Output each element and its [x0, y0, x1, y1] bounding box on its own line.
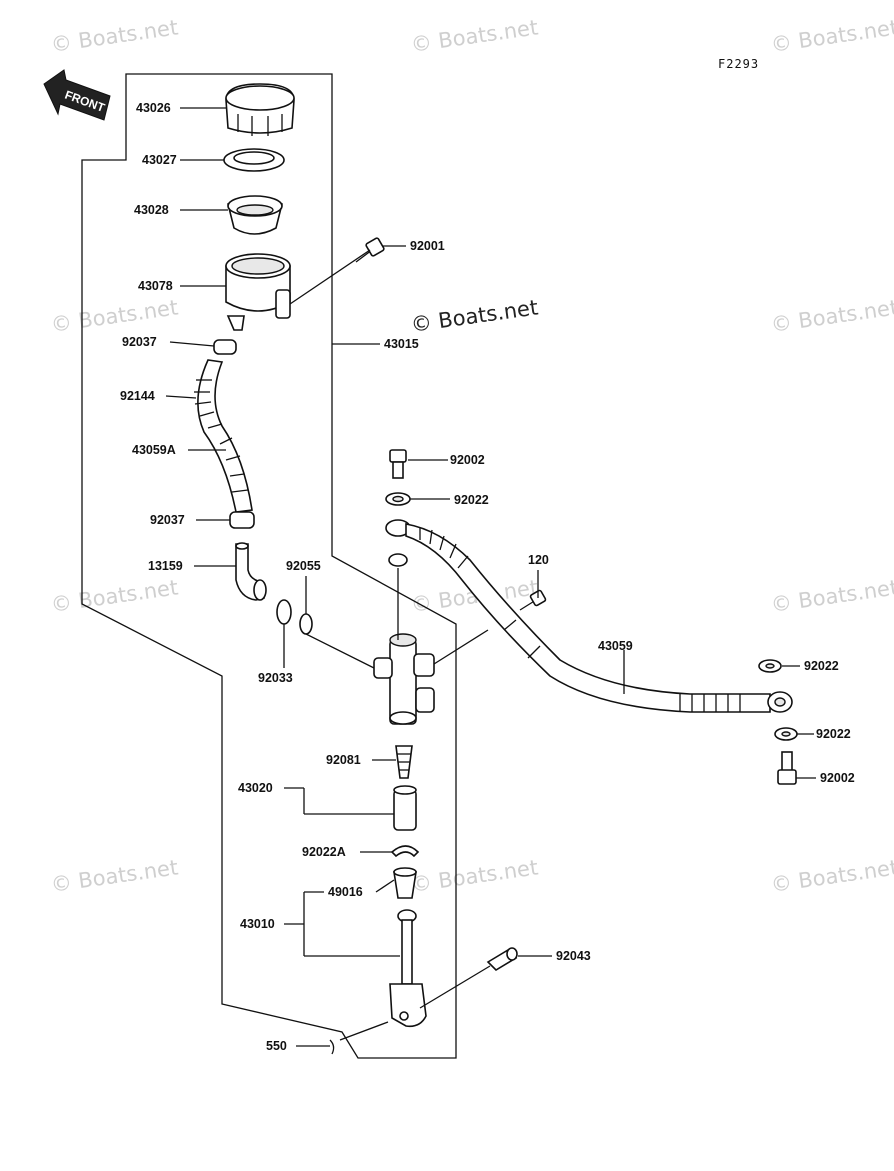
label-43059: 43059 [598, 639, 633, 653]
spring [395, 745, 413, 779]
watermark: © Boats.net [769, 295, 894, 337]
assembly-outline [81, 73, 457, 1059]
circlip-92022A [390, 845, 420, 858]
watermark: © Boats.net [49, 15, 179, 57]
part-labels: 43026 43027 43028 43078 92001 92037 4301… [120, 101, 855, 1053]
label-92043: 92043 [556, 949, 591, 963]
bolt-92001 [355, 237, 385, 263]
washer-right-upper [758, 659, 782, 673]
diaphragm [227, 195, 283, 235]
label-550: 550 [266, 1039, 287, 1053]
watermark: © Boats.net [769, 855, 894, 897]
banjo-bolt-upper [389, 449, 407, 479]
label-92022-upper: 92022 [454, 493, 489, 507]
label-43078: 43078 [138, 279, 173, 293]
label-49016: 49016 [328, 885, 363, 899]
watermark: © Boats.net [49, 295, 179, 337]
label-92037-lower: 92037 [150, 513, 185, 527]
label-43026: 43026 [136, 101, 171, 115]
label-92022-right-upper: 92022 [804, 659, 839, 673]
label-92002-upper: 92002 [450, 453, 485, 467]
label-92033: 92033 [258, 671, 293, 685]
hose-clamp-lower [229, 511, 255, 529]
label-43015: 43015 [384, 337, 419, 351]
leader-lines [165, 107, 816, 1047]
o-ring [299, 613, 313, 635]
boot [393, 867, 417, 899]
clevis-pin [486, 947, 518, 972]
push-rod [389, 909, 427, 1028]
piston [393, 785, 417, 831]
label-92002-lower: 92002 [820, 771, 855, 785]
label-43010: 43010 [240, 917, 275, 931]
watermark: © Boats.net [409, 855, 539, 897]
brake-hose [385, 519, 793, 713]
label-92081: 92081 [326, 753, 361, 767]
label-92001: 92001 [410, 239, 445, 253]
reservoir-hose [194, 359, 253, 513]
label-92022A: 92022A [302, 845, 346, 859]
reservoir-cap [225, 83, 295, 136]
label-43020: 43020 [238, 781, 273, 795]
diagram-code: F2293 [718, 57, 759, 71]
watermark-center: © Boats.net [409, 295, 539, 337]
master-cylinder-body [373, 633, 435, 725]
diaphragm-plate [223, 148, 285, 172]
hose-clamp-upper [213, 339, 237, 355]
watermark: © Boats.net [49, 575, 179, 617]
front-arrow: FRONT [43, 69, 111, 121]
label-92055: 92055 [286, 559, 321, 573]
label-120: 120 [528, 553, 549, 567]
cotter-pin [329, 1039, 335, 1055]
label-43028: 43028 [134, 203, 169, 217]
label-43027: 43027 [142, 153, 177, 167]
label-43059A: 43059A [132, 443, 176, 457]
label-13159: 13159 [148, 559, 183, 573]
label-92037-upper: 92037 [122, 335, 157, 349]
washer-upper [385, 492, 411, 506]
banjo-bolt-lower [777, 751, 797, 785]
watermark: © Boats.net [769, 575, 894, 617]
watermark: © Boats.net [409, 15, 539, 57]
washer-right-lower [774, 727, 798, 741]
circlip [276, 599, 292, 625]
label-92144: 92144 [120, 389, 155, 403]
watermark: © Boats.net [769, 15, 894, 57]
label-92022-right-lower: 92022 [816, 727, 851, 741]
elbow-fitting [235, 542, 267, 601]
watermark: © Boats.net [49, 855, 179, 897]
reservoir-tank [225, 253, 291, 331]
